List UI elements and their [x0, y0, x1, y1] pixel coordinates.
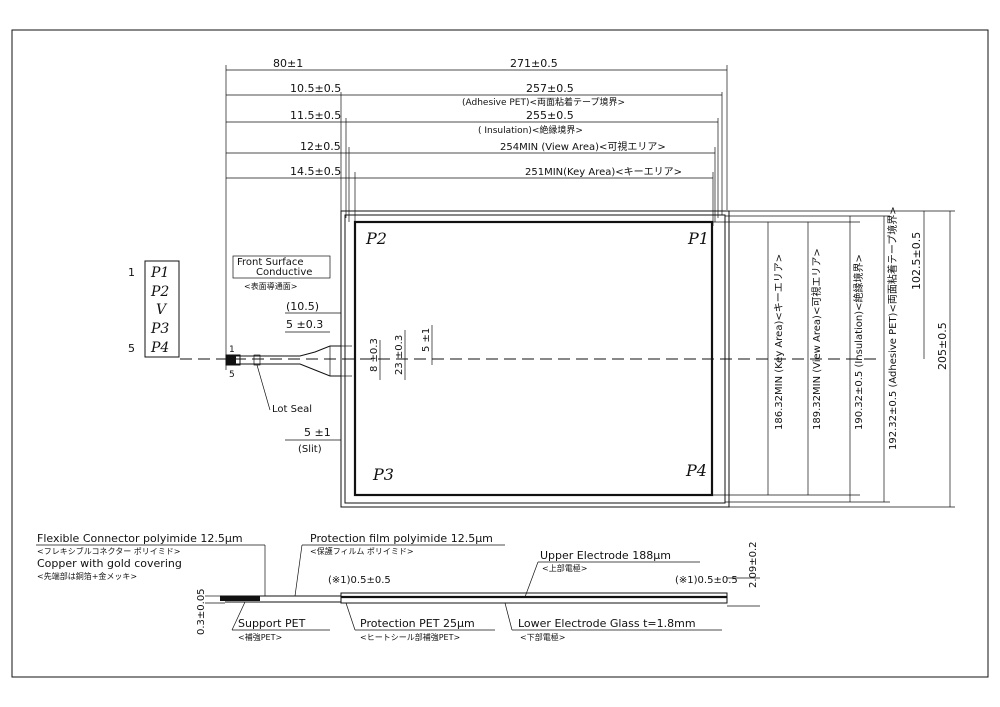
note-left: (※1)0.5±0.5: [328, 575, 391, 586]
label-insulation: ( Insulation)<絶縁境界>: [478, 124, 583, 136]
dim-slit: 5 ±1: [304, 426, 331, 439]
top-dimensions: 80±1 271±0.5 10.5±0.5 257±0.5 (Adhesive …: [225, 57, 728, 370]
pin-first-number: 1: [128, 266, 135, 279]
dim-255: 255±0.5: [526, 109, 574, 122]
dim-conn-23: 23 ±0.3: [394, 335, 405, 375]
label-protection-film: Protection film polyimide 12.5μm: [310, 532, 493, 545]
label-flex-connector: Flexible Connector polyimide 12.5μm: [37, 532, 243, 545]
dim-conn-5: 5 ±0.3: [286, 318, 323, 331]
dim-view-area: 254MIN (View Area)<可視エリア>: [500, 140, 666, 153]
dim-insulation-vertical: 190.32±0.5 (Insulation)<絶縁境界>: [852, 254, 865, 430]
label-protection-pet-jp: <ヒートシール部補強PET>: [360, 632, 460, 642]
pin-v: V: [156, 302, 168, 318]
corner-p4: P4: [685, 461, 707, 480]
drawing-frame: [11, 29, 989, 678]
dim-257: 257±0.5: [526, 82, 574, 95]
dim-thick-left: 0.3±0.05: [196, 588, 207, 635]
corner-p1: P1: [687, 229, 709, 248]
label-upper-electrode: Upper Electrode 188μm: [540, 549, 671, 562]
note-right: (※1)0.5±0.5: [675, 575, 738, 586]
conn-pin1: 1: [229, 345, 235, 355]
pinout-box: [144, 260, 180, 358]
corner-p3: P3: [372, 465, 394, 484]
corner-p2: P2: [365, 229, 387, 248]
conn-pin5: 5: [229, 370, 235, 380]
dim-11-5: 11.5±0.5: [290, 109, 341, 122]
dim-view-area-vertical: 189.32MIN (View Area)<可視エリア>: [810, 248, 823, 430]
pin-p2: P2: [150, 284, 169, 300]
label-flex-connector-jp: <フレキシブルコネクター ポリイミド>: [37, 546, 180, 556]
label-protection-film-jp: <保護フィルム ポリイミド>: [310, 546, 414, 556]
dim-10-5: 10.5±0.5: [290, 82, 341, 95]
dim-conn-10-5: (10.5): [286, 300, 319, 313]
label-support-pet: Support PET: [238, 617, 306, 630]
dim-conn-8: 8 ±0.3: [369, 338, 380, 372]
label-slit: (Slit): [298, 444, 322, 455]
panel-outline: [180, 210, 955, 508]
right-dimensions: [767, 211, 951, 507]
label-lower-electrode: Lower Electrode Glass t=1.8mm: [518, 617, 696, 630]
label-upper-electrode-jp: <上部電極>: [542, 563, 587, 573]
dim-thick-right: 2.09±0.2: [748, 541, 759, 588]
front-surface-line2: Conductive: [256, 267, 312, 278]
pin-last-number: 5: [128, 342, 135, 355]
dim-14-5: 14.5±0.5: [290, 165, 341, 178]
front-surface-line1: Front Surface: [237, 257, 304, 268]
pin-p1: P1: [150, 265, 169, 281]
flex-connector: [225, 312, 433, 441]
label-protection-pet: Protection PET 25μm: [360, 617, 475, 630]
dim-205: 205±0.5: [936, 322, 949, 370]
dim-conn-5b: 5 ±1: [421, 328, 432, 352]
front-surface-box: [232, 255, 331, 279]
dim-271: 271±0.5: [510, 57, 558, 70]
pin-p3: P3: [150, 321, 169, 337]
label-support-pet-jp: <補強PET>: [238, 632, 282, 642]
pin-p4: P4: [150, 340, 169, 356]
dim-102-5: 102.5±0.5: [910, 232, 923, 290]
dim-12: 12±0.5: [300, 140, 341, 153]
label-lower-electrode-jp: <下部電極>: [520, 632, 565, 642]
dim-key-area: 251MIN(Key Area)<キーエリア>: [525, 167, 682, 178]
dim-80: 80±1: [273, 57, 303, 70]
label-adhesive-pet: (Adhesive PET)<両面粘着テープ境界>: [462, 96, 625, 108]
dim-key-area-vertical: 186.32MIN (Key Area)<キーエリア>: [774, 254, 785, 430]
label-lot-seal: Lot Seal: [272, 404, 312, 415]
cross-section: [36, 544, 760, 631]
label-copper: Copper with gold covering: [37, 557, 182, 570]
front-surface-jp: <表面導通面>: [244, 281, 297, 291]
dim-adhesive-vertical: 192.32±0.5 (Adhesive PET)<両面粘着テープ境界>: [886, 206, 899, 450]
label-copper-jp: <先端部は銅箔+金メッキ>: [37, 571, 137, 581]
